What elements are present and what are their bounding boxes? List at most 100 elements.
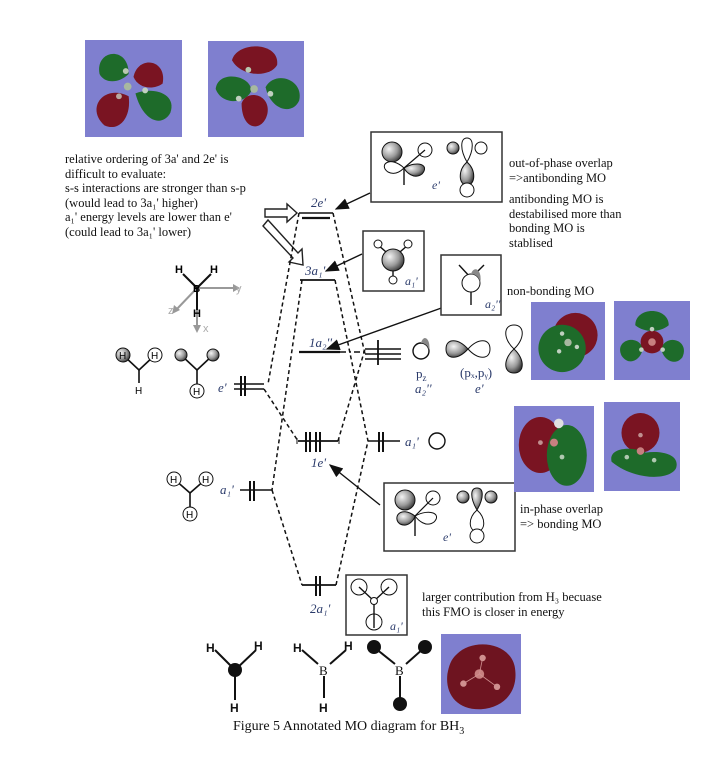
h-atom-label: H bbox=[319, 701, 328, 715]
hollow-arrow-right-icon bbox=[264, 202, 299, 224]
pxpy-label: (pₓ,pᵧ) bbox=[460, 365, 492, 381]
ordering-note-line: (could lead to 3a₁' lower) bbox=[65, 224, 192, 239]
h-atom-label: H bbox=[293, 641, 302, 655]
mo-render-bonding-b bbox=[604, 402, 680, 491]
level-1e bbox=[296, 432, 340, 452]
h-atom-label: H bbox=[170, 475, 177, 486]
b-level-p bbox=[365, 340, 401, 365]
h-atom-label: H bbox=[186, 510, 193, 521]
level-2a1 bbox=[302, 576, 336, 596]
h-atom-label: H bbox=[119, 351, 126, 362]
box-a1-bottom-label: a₁' bbox=[390, 619, 403, 633]
h-atom-label: H bbox=[344, 639, 353, 653]
axis-atom-label: H bbox=[175, 264, 183, 276]
figure-caption-subscript: 3 bbox=[459, 725, 465, 737]
box-a1-bottom: a₁' bbox=[345, 574, 408, 636]
b-atom-label: B bbox=[395, 663, 404, 678]
destabilised-note-line: destabilised more than bbox=[509, 206, 622, 221]
s-orbital-icon bbox=[428, 432, 446, 450]
box-a1-top-label: a₁' bbox=[405, 274, 418, 288]
ordering-note-line: difficult to evaluate: bbox=[65, 166, 167, 181]
h3-level-a1 bbox=[240, 481, 272, 501]
axis-atom-label: B bbox=[193, 284, 200, 295]
pz-orbital-icon bbox=[412, 338, 430, 360]
antibonding-note-line: =>antibonding MO bbox=[509, 170, 607, 185]
pz-symmetry-label: a₂'' bbox=[415, 381, 432, 396]
antibonding-note: out-of-phase overlap =>antibonding MO bbox=[509, 156, 613, 185]
h-atom-label: H bbox=[206, 641, 215, 655]
larger-contribution-note: larger contribution from H₃ becuase this… bbox=[422, 590, 602, 619]
bh3-structure: B H H H bbox=[293, 639, 353, 715]
bonding-note: in-phase overlap => bonding MO bbox=[520, 502, 603, 531]
label-2a1: 2a₁' bbox=[310, 601, 331, 616]
pxpy-orbital-icon bbox=[445, 324, 523, 374]
mo-render-nonbonding-a bbox=[531, 302, 605, 380]
ordering-note-line: (would lead to 3a₁' higher) bbox=[65, 195, 198, 210]
antibonding-note-line: out-of-phase overlap bbox=[509, 156, 613, 170]
h3-e-label: e' bbox=[218, 380, 227, 395]
h3-a1-label: a₁' bbox=[220, 482, 234, 497]
h3-salc-a1: H H H bbox=[166, 471, 214, 522]
destabilised-note-line: stablised bbox=[509, 235, 553, 250]
box-a2: a₂'' bbox=[440, 254, 502, 316]
box-e-top-label: e' bbox=[432, 178, 440, 192]
box-e-bottom: e' bbox=[383, 482, 516, 552]
b-atom-label: B bbox=[319, 663, 328, 678]
ordering-note-line: s-s interactions are stronger than s-p bbox=[65, 181, 246, 196]
h-atom-label: H bbox=[230, 701, 239, 715]
level-2e bbox=[299, 212, 333, 220]
ordering-note-line: a₁' energy levels are lower than e' bbox=[65, 210, 232, 225]
hollow-arrow-diagonal-icon bbox=[262, 218, 304, 266]
axis-atom-label: H bbox=[193, 308, 201, 320]
destabilised-note-line: antibonding MO is bbox=[509, 192, 604, 206]
box-e-top: e' bbox=[370, 131, 503, 203]
pointer-arrow-3a1 bbox=[324, 253, 363, 272]
pointer-arrow-2e bbox=[334, 192, 371, 210]
h3-salc-e-1: H H H bbox=[115, 347, 163, 397]
destabilised-note: antibonding MO is destabilised more than… bbox=[509, 192, 621, 250]
axis-label-z: z bbox=[168, 305, 174, 317]
h-atom-label: H bbox=[254, 639, 263, 653]
mo-render-2e-b bbox=[208, 41, 304, 137]
b-level-s bbox=[368, 432, 400, 452]
mo-render-2e-a bbox=[85, 40, 182, 137]
h-atom-label: H bbox=[151, 351, 158, 362]
nonbonding-note: non-bonding MO bbox=[507, 284, 595, 298]
axis-atom-label: H bbox=[210, 264, 218, 276]
pointer-arrow-1a2 bbox=[325, 305, 448, 351]
label-1e: 1e' bbox=[311, 455, 326, 470]
mo-render-2a1 bbox=[441, 634, 521, 714]
mo-render-bonding-a bbox=[514, 406, 594, 492]
b-a1-label: a₁' bbox=[405, 434, 419, 449]
mo-render-nonbonding-b bbox=[614, 301, 690, 380]
axis-label-x: x bbox=[203, 323, 209, 335]
box-e-bottom-label: e' bbox=[443, 530, 451, 544]
label-1a2: 1a₂'' bbox=[309, 335, 332, 350]
pz-label: pz bbox=[416, 366, 427, 383]
pxpy-symmetry-label: e' bbox=[475, 381, 484, 396]
h3-level-e bbox=[234, 376, 264, 396]
bonding-note-line: in-phase overlap bbox=[520, 502, 603, 516]
axis-label-y: y bbox=[236, 283, 242, 295]
destabilised-note-line: bonding MO is bbox=[509, 221, 585, 236]
h3-fragment-structure: H H H bbox=[206, 639, 263, 715]
larger-contribution-note-line: this FMO is closer in energy bbox=[422, 604, 565, 619]
figure-caption: Figure 5 Annotated MO diagram for BH3 bbox=[233, 719, 464, 737]
ordering-note: relative ordering of 3a' and 2e' is diff… bbox=[65, 152, 246, 240]
h-atom-label: H bbox=[135, 386, 142, 397]
box-a2-label: a₂'' bbox=[485, 297, 501, 311]
ordering-note-line: relative ordering of 3a' and 2e' is bbox=[65, 152, 229, 166]
b-fragment-structure: B bbox=[367, 640, 432, 711]
label-3a1: 3a₁' bbox=[304, 263, 326, 278]
h3-salc-e-2: H bbox=[174, 348, 220, 399]
bh3-axes-structure: H H B H y z x bbox=[168, 264, 242, 335]
pointer-arrow-1e bbox=[328, 464, 381, 506]
figure-caption-text: Figure 5 Annotated MO diagram for BH bbox=[233, 719, 460, 734]
correlation-lines bbox=[263, 212, 369, 586]
h-atom-label: H bbox=[202, 475, 209, 486]
label-2e: 2e' bbox=[311, 195, 326, 210]
bonding-note-line: => bonding MO bbox=[520, 516, 602, 531]
h-atom-label: H bbox=[193, 387, 200, 398]
box-a1-top: a₁' bbox=[362, 230, 425, 292]
